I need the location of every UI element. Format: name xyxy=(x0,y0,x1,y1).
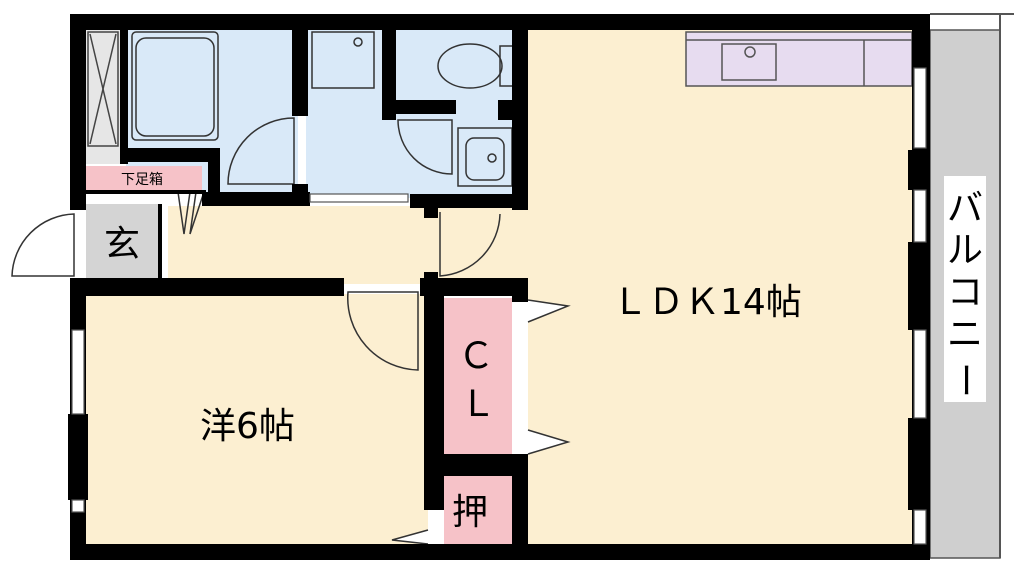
balcony-label-bg xyxy=(944,176,986,402)
wall-right-post-1 xyxy=(908,150,930,190)
window-balcony-1 xyxy=(913,67,927,149)
wall-wet-bottom xyxy=(410,194,528,208)
kitchen-counter xyxy=(685,31,913,87)
wall-bath-bottom xyxy=(120,148,216,162)
shoebox-label: 下足箱 xyxy=(121,172,163,188)
closet-door-icon-bottom xyxy=(527,429,571,455)
toilet-bowl-icon xyxy=(437,43,503,89)
wall-closet-left xyxy=(424,278,444,476)
wall-left-upper xyxy=(70,14,86,210)
window-washroom xyxy=(309,193,409,203)
closet-label-c: Ｃ xyxy=(458,336,494,377)
western-room-label: 洋6帖 xyxy=(200,406,295,447)
wash-basin-bowl-icon xyxy=(465,137,505,181)
closet-label-l: Ｌ xyxy=(460,384,496,425)
wall-bath-wash xyxy=(292,14,308,116)
wall-closet-right xyxy=(512,278,528,302)
genkan-floor xyxy=(86,204,160,278)
sink-icon xyxy=(721,43,777,81)
faucet-icon xyxy=(744,46,756,58)
shoebox-door-icon-2 xyxy=(189,191,205,235)
window-balcony-3 xyxy=(913,329,927,419)
balcony-char-1: バ xyxy=(947,188,983,229)
hallway-floor xyxy=(168,206,530,284)
wall-wash-toilet xyxy=(382,14,396,120)
oshiire-label: 押 xyxy=(452,492,488,533)
wall-western-top xyxy=(70,278,344,296)
closet-cl xyxy=(444,298,512,454)
genkan-label: 玄 xyxy=(104,224,140,265)
wall-right-post-2 xyxy=(908,242,930,330)
wall-western-top-2 xyxy=(420,278,528,296)
window-balcony-2 xyxy=(913,189,927,243)
washroom-floor-lower xyxy=(306,100,522,198)
wall-bottom xyxy=(70,544,930,560)
basin-drain-icon xyxy=(487,153,497,163)
balcony-char-4: ニ xyxy=(947,314,983,355)
wall-oshiire-left xyxy=(424,476,444,510)
wall-closet-mid xyxy=(424,454,528,476)
wall-left-post xyxy=(68,414,88,500)
wall-genkan-top xyxy=(86,190,206,194)
hall-door-icon xyxy=(439,212,501,277)
wall-closet-right-2 xyxy=(512,454,528,544)
wall-top xyxy=(70,14,930,30)
wall-right-post-3 xyxy=(908,418,930,510)
western-door-icon xyxy=(347,291,419,371)
toilet-floor xyxy=(394,28,518,102)
washer-pan-icon xyxy=(311,31,375,89)
storage-x-icon-2 xyxy=(89,33,117,145)
wall-hall-jamb-2 xyxy=(424,272,438,280)
shoebox xyxy=(86,166,202,190)
entrance-door-icon xyxy=(11,213,75,277)
window-western-2 xyxy=(71,499,85,513)
balcony-char-5: ー xyxy=(944,362,985,398)
window-balcony-4 xyxy=(913,509,927,545)
bathroom-door-icon xyxy=(227,117,295,185)
wall-genkan-right xyxy=(158,204,162,280)
ldk-floor xyxy=(528,28,914,544)
shoebox-door-icon xyxy=(177,191,191,235)
wall-hall-jamb xyxy=(424,206,438,218)
toilet-door-icon xyxy=(397,119,453,175)
closet-door-icon-top xyxy=(527,299,571,323)
bathtub-rim xyxy=(131,31,219,141)
ldk-label: ＬＤＫ14帖 xyxy=(612,282,802,323)
washer-drain-icon xyxy=(353,37,363,47)
window-western xyxy=(71,329,85,415)
wall-bath-wash-low xyxy=(292,184,308,206)
western-room-floor xyxy=(84,294,428,544)
walls xyxy=(68,14,930,560)
bathtub-icon xyxy=(135,37,215,137)
balcony-label: バ ル コ ニ ー xyxy=(944,176,986,402)
balcony-char-2: ル xyxy=(947,230,983,271)
oshiire-door-icon xyxy=(391,529,429,545)
wall-toilet-bottom xyxy=(382,100,456,114)
wall-storage xyxy=(120,14,128,164)
wall-bath-bottom-2 xyxy=(202,192,310,206)
storage-frame xyxy=(87,31,119,147)
wall-bath-side xyxy=(208,148,220,206)
wall-wet-right xyxy=(512,14,528,210)
oshiire xyxy=(444,476,512,544)
balcony-char-3: コ xyxy=(947,272,983,313)
